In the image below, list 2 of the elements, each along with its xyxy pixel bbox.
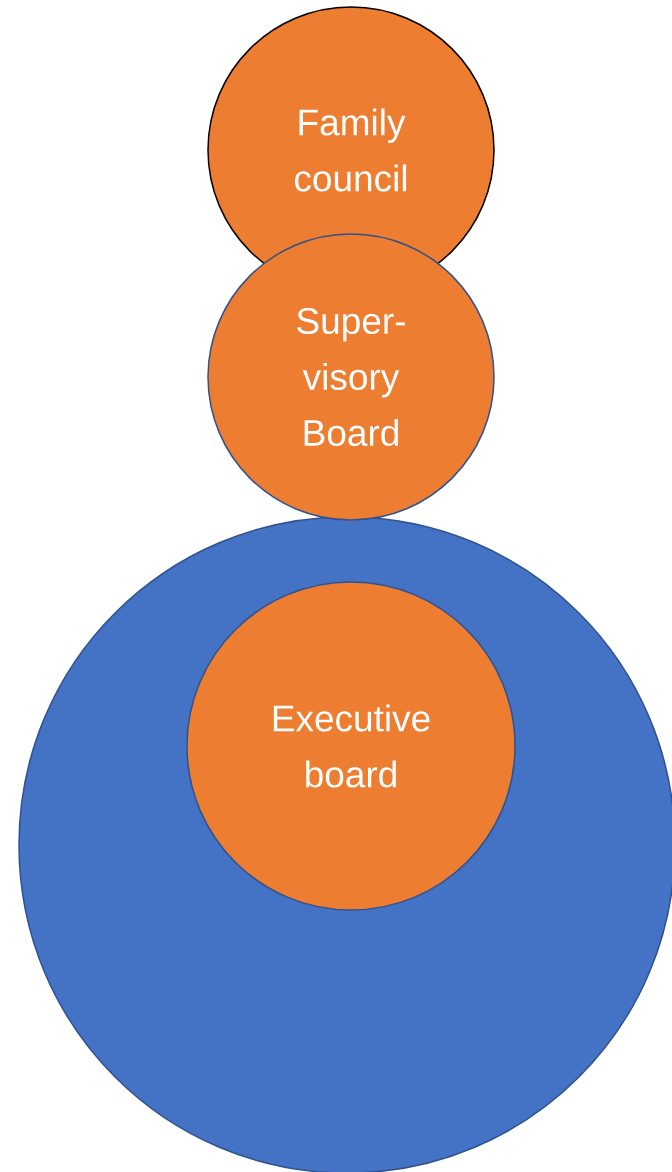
- circle-label-node: Executive board: [186, 581, 516, 911]
- circle-label-node: Super- visory Board: [207, 233, 495, 521]
